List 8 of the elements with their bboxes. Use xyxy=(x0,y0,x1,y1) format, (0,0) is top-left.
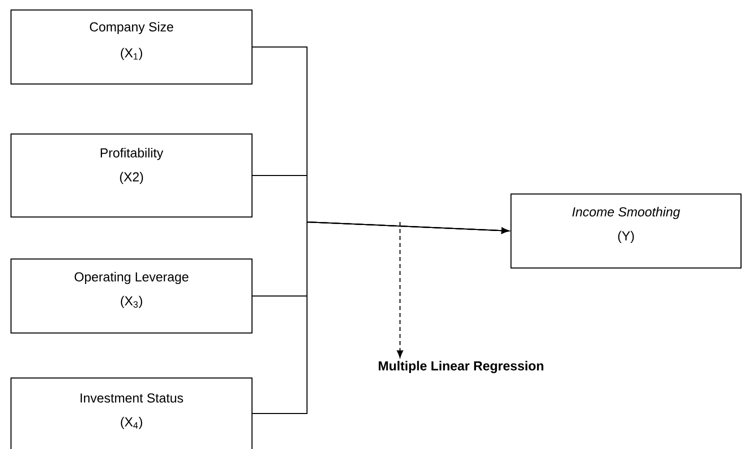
variable-box: Investment Status (X$_{4}$) xyxy=(10,378,252,449)
variable-box: Profitability (X2) xyxy=(10,134,252,218)
method-label: Multiple Linear Regression xyxy=(378,360,544,374)
variable-box: Operating Leverage (X$_{3}$) xyxy=(10,258,252,334)
variable-box: Income Smoothing (Y) xyxy=(510,194,742,268)
variable-box: Company Size (X$_{1}$) xyxy=(10,10,252,84)
connector-arrow xyxy=(252,221,509,414)
connector-arrow xyxy=(396,222,404,358)
